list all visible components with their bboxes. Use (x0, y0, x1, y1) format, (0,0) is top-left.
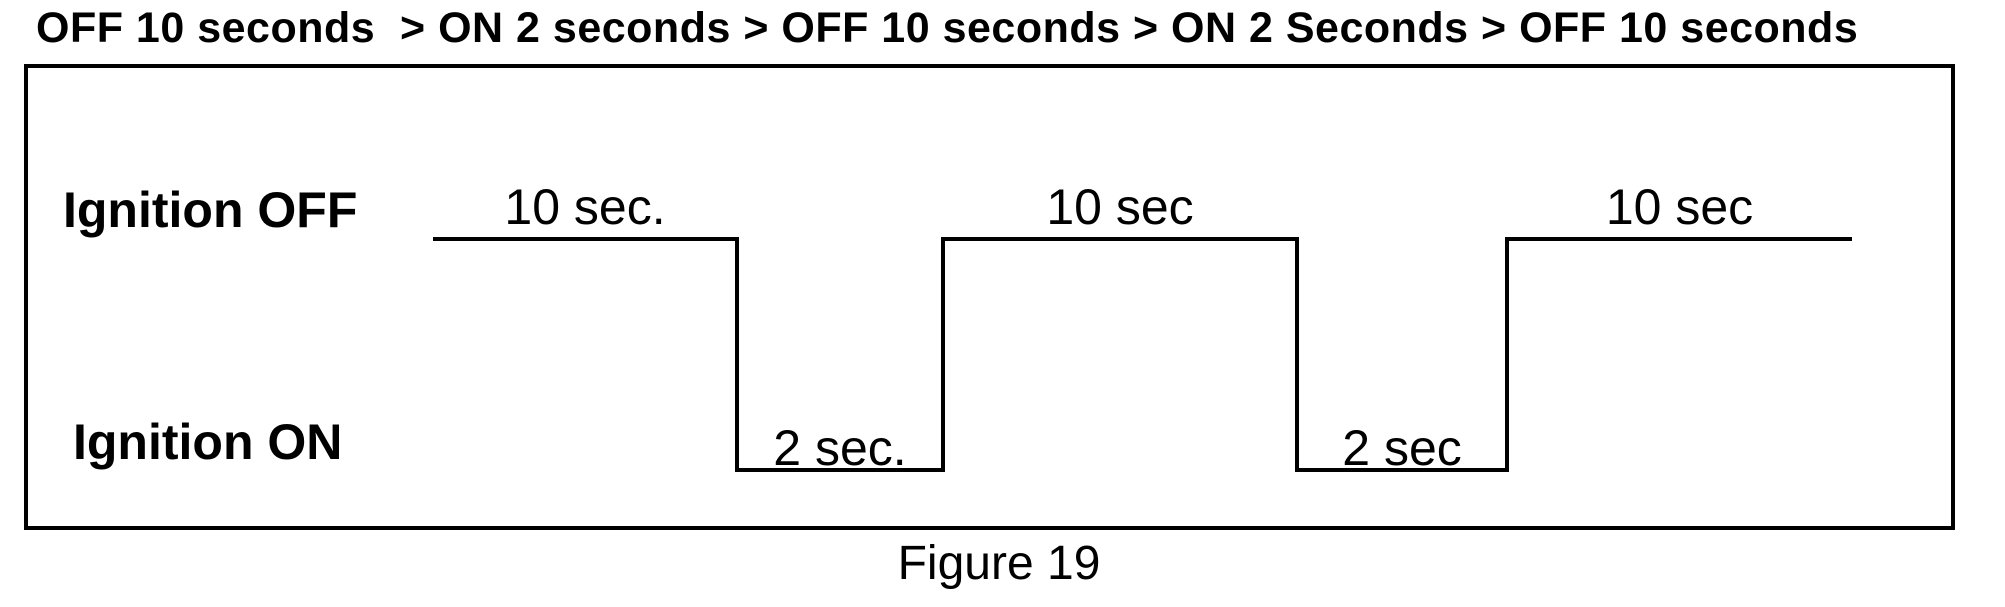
figure-caption: Figure 19 (897, 537, 1101, 590)
sequence-title: OFF 10 seconds > ON 2 seconds > OFF 10 s… (36, 4, 1859, 52)
segment-duration-label: 2 sec. (773, 420, 907, 476)
segment-duration-label: 2 sec (1342, 420, 1462, 476)
ignition-on-label: Ignition ON (73, 414, 343, 470)
segment-duration-label: 10 sec (1605, 179, 1754, 235)
segment-duration-label: 10 sec. (504, 179, 666, 235)
ignition-off-label: Ignition OFF (63, 182, 358, 238)
segment-duration-label: 10 sec (1046, 179, 1194, 235)
